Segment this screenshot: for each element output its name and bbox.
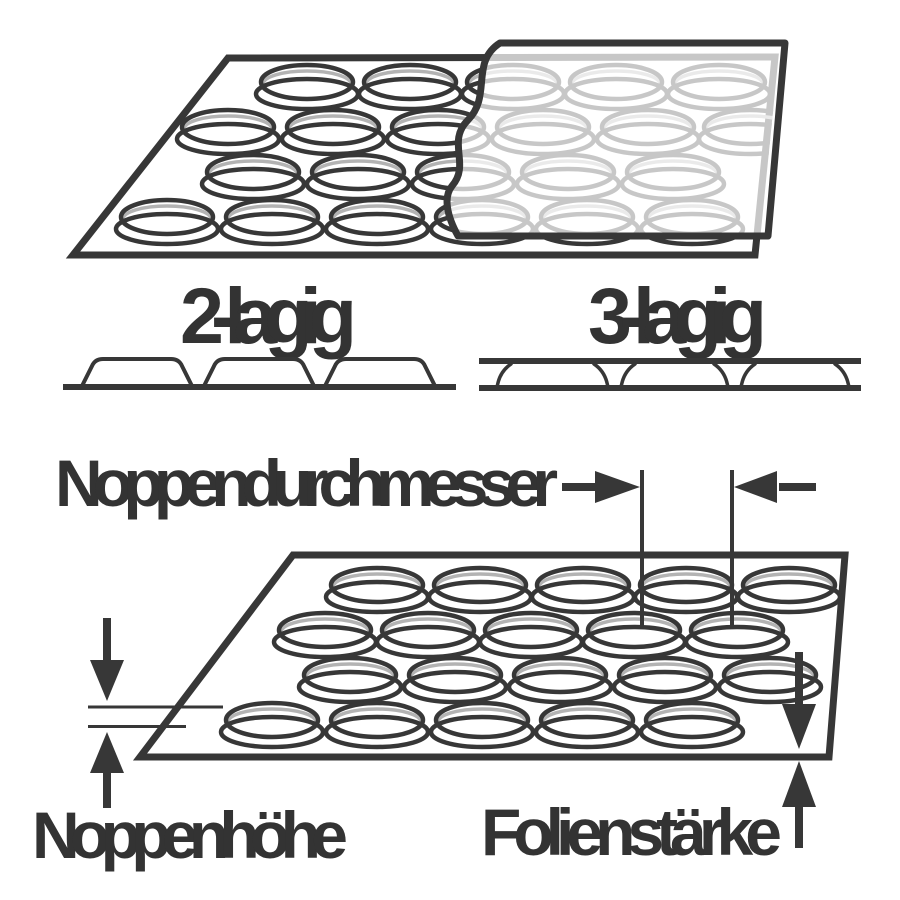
arrow-down-icon — [782, 704, 816, 749]
label-bubble-diameter: Noppendurchmesser — [55, 446, 558, 520]
bubble-diameter-dimension: Noppendurchmesser — [55, 446, 816, 628]
bubble — [477, 610, 585, 660]
bubble — [113, 197, 221, 247]
bubble — [401, 655, 509, 705]
bubble — [506, 655, 614, 705]
bubble — [323, 197, 431, 247]
bottom-film-line — [479, 385, 861, 391]
bubble-height-dimension: Noppenhöhe — [32, 618, 348, 872]
bubble — [218, 197, 326, 247]
bubble-field-bottom — [218, 565, 843, 750]
bubble — [218, 700, 326, 750]
bubble — [735, 565, 843, 615]
film-thickness-dimension: Folienstärke — [481, 652, 816, 869]
bubble — [716, 655, 824, 705]
bubble-profiles-3 — [495, 362, 851, 390]
bubble — [632, 565, 740, 615]
label-two-layer: 2-lagig — [180, 271, 357, 360]
three-layer-cross-section: 3-lagig — [479, 271, 861, 391]
bubble — [296, 655, 404, 705]
bubble — [356, 62, 464, 112]
arrow-left-icon — [734, 471, 777, 503]
bubble — [323, 700, 431, 750]
arrow-right-icon — [595, 471, 640, 503]
top-film-line — [479, 358, 861, 364]
two-layer-cross-section: 2-lagig — [63, 271, 456, 390]
bubble — [253, 62, 361, 112]
bubble — [304, 152, 412, 202]
bubble — [323, 565, 431, 615]
dimension-figure: Noppendurchmesser Noppenhöhe Folienstärk… — [32, 446, 849, 872]
bubble — [199, 152, 307, 202]
base-film-line — [63, 384, 456, 390]
bubble — [580, 610, 688, 660]
cover-film — [443, 39, 789, 240]
bubble — [529, 565, 637, 615]
bubble — [174, 107, 282, 157]
bubble-profiles-2 — [80, 357, 437, 388]
bubble — [533, 700, 641, 750]
arrow-up-icon — [90, 732, 124, 773]
bubble — [611, 655, 719, 705]
bubble — [374, 610, 482, 660]
bubble — [683, 610, 791, 660]
arrow-up-icon — [782, 761, 816, 807]
dimension-sheet-outline — [132, 551, 849, 761]
label-three-layer: 3-lagig — [588, 271, 767, 360]
bubble — [271, 610, 379, 660]
covered-sheet-figure — [65, 39, 789, 259]
label-bubble-height: Noppenhöhe — [32, 798, 348, 872]
bubble — [279, 107, 387, 157]
bubble — [638, 700, 746, 750]
bubble — [426, 565, 534, 615]
label-film-thickness: Folienstärke — [481, 795, 782, 869]
arrow-down-icon — [90, 660, 124, 701]
bubble — [428, 700, 536, 750]
